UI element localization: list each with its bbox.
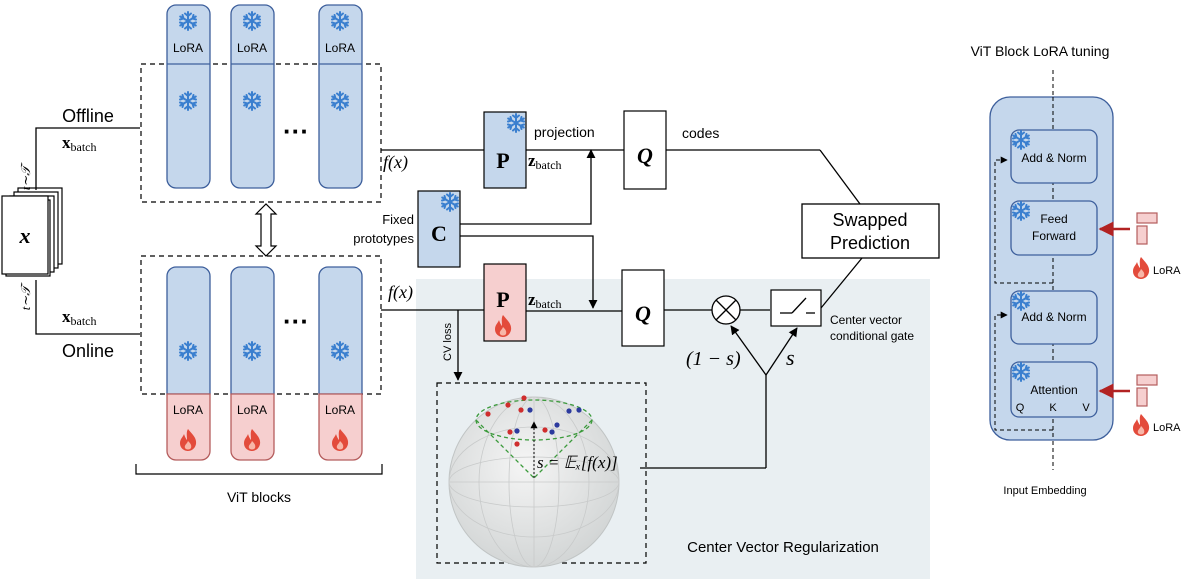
- flame-icon: [1133, 257, 1150, 279]
- cv-loss-label: CV loss: [442, 323, 454, 361]
- fixed-label-1: Fixed: [382, 212, 414, 227]
- vit-blocks-label: ViT blocks: [227, 489, 291, 505]
- online-projector-P: P: [483, 263, 527, 342]
- svg-text:Swapped: Swapped: [832, 210, 907, 230]
- lora-adapter-icon: LoRA: [1098, 212, 1181, 279]
- offline-projector-P: P: [483, 111, 527, 189]
- sphere-frame: [436, 382, 647, 564]
- svg-text:Feed: Feed: [1040, 212, 1067, 226]
- projection-label: projection: [534, 124, 595, 140]
- svg-text:Q: Q: [635, 301, 651, 326]
- svg-text:K: K: [1049, 402, 1057, 414]
- shared-weights-double-arrow: [254, 203, 278, 257]
- online-zbatch: zbatch: [528, 290, 562, 311]
- gate-label-1: Center vector: [830, 313, 902, 327]
- fixed-prototypes-C: C: [417, 190, 461, 268]
- svg-text:V: V: [1082, 402, 1090, 414]
- svg-text:LoRA: LoRA: [1153, 265, 1181, 277]
- sphere-icon: [448, 395, 620, 568]
- svg-text:P: P: [496, 148, 509, 173]
- online-vit-column-2: LoRA: [230, 266, 275, 461]
- t-sampling-bottom: t∼𝒯: [18, 282, 33, 311]
- offline-vit-column-1: LoRA: [166, 4, 211, 189]
- offline-vit-column-2: LoRA: [230, 4, 275, 189]
- gate-label-2: conditional gate: [830, 329, 914, 343]
- multiply-icon: [711, 295, 741, 325]
- lora-label: LoRA: [237, 403, 267, 417]
- add-norm-top-block: Add & Norm: [1010, 129, 1098, 184]
- offline-ellipsis: ···: [283, 116, 309, 146]
- lora-label: LoRA: [173, 41, 203, 55]
- input-stack: x: [1, 187, 63, 277]
- online-codebook-Q: Q: [621, 269, 665, 347]
- svg-text:Prediction: Prediction: [830, 233, 910, 253]
- svg-text:LoRA: LoRA: [1153, 422, 1181, 434]
- svg-text:Attention: Attention: [1030, 383, 1077, 397]
- fixed-label-2: prototypes: [353, 231, 414, 246]
- online-vit-column-1: LoRA: [166, 266, 211, 461]
- add-norm-bottom-block: Add & Norm: [1010, 290, 1098, 345]
- offline-xbatch: xbatch: [62, 133, 97, 154]
- s-label: s: [786, 345, 795, 370]
- online-xbatch: xbatch: [62, 307, 97, 328]
- svg-text:P: P: [496, 287, 509, 312]
- lora-label: LoRA: [173, 403, 203, 417]
- svg-text:Q: Q: [1016, 402, 1025, 414]
- svg-text:Add & Norm: Add & Norm: [1021, 310, 1086, 324]
- offline-label: Offline: [62, 106, 114, 126]
- offline-codebook-Q: Q: [623, 110, 667, 190]
- input-embedding-label: Input Embedding: [1003, 485, 1086, 497]
- svg-text:Add & Norm: Add & Norm: [1021, 151, 1086, 165]
- svg-text:C: C: [431, 221, 447, 246]
- switch-icon: [770, 289, 822, 327]
- lora-label: LoRA: [325, 41, 355, 55]
- lora-label: LoRA: [325, 403, 355, 417]
- lora-adapter-icon: LoRA: [1098, 374, 1181, 436]
- vit-block-title: ViT Block LoRA tuning: [971, 43, 1110, 59]
- attention-block: Attention Q K V: [1010, 361, 1098, 418]
- feed-forward-block: Feed Forward: [1010, 200, 1098, 256]
- offline-vit-column-3: LoRA: [318, 4, 363, 189]
- vit-blocks-bracket: [135, 464, 383, 475]
- codes-label: codes: [682, 125, 719, 141]
- one-minus-s-label: (1 − s): [686, 348, 741, 370]
- t-sampling-top: t∼𝒯: [18, 162, 33, 191]
- swapped-prediction-box: Swapped Prediction: [801, 203, 940, 259]
- svg-text:Forward: Forward: [1032, 229, 1076, 243]
- online-fx-label: f(x): [388, 282, 413, 303]
- offline-fx-label: f(x): [383, 152, 408, 173]
- online-vit-column-3: LoRA: [318, 266, 363, 461]
- flame-icon: [1133, 414, 1150, 436]
- online-label: Online: [62, 341, 114, 361]
- offline-zbatch: zbatch: [528, 151, 562, 172]
- cv-region-title: Center Vector Regularization: [687, 539, 879, 556]
- svg-text:Q: Q: [637, 143, 653, 168]
- online-ellipsis: ···: [283, 306, 309, 336]
- lora-label: LoRA: [237, 41, 267, 55]
- input-x-label: x: [19, 223, 31, 248]
- s-formula-label: s = 𝔼ₓ[f(x)]: [537, 453, 618, 472]
